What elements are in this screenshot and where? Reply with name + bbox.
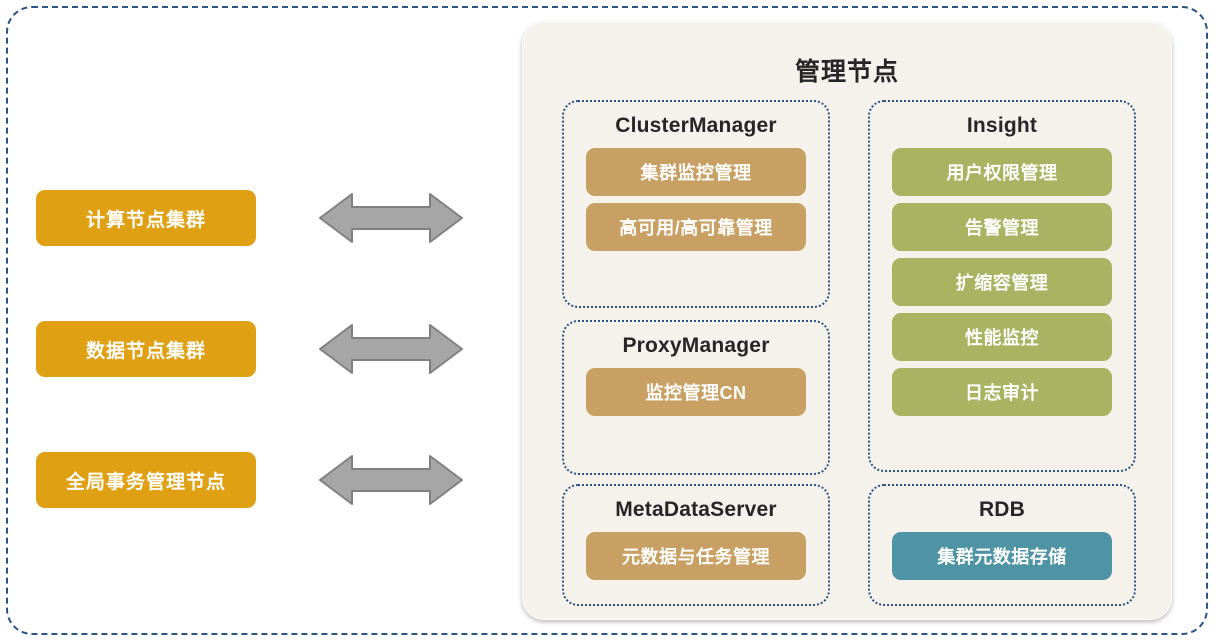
cluster-nodes-panel: 计算节点集群 数据节点集群 全局事务管理节点 [36, 30, 486, 615]
node-row-data: 数据节点集群 [36, 321, 486, 377]
group-title-rdb: RDB [978, 498, 1026, 521]
node-pill-data-cluster[interactable]: 数据节点集群 [36, 321, 256, 377]
item-list-clustermanager: 集群监控管理 高可用/高可靠管理 [586, 148, 806, 251]
double-arrow-icon-global-txn [318, 454, 464, 506]
item-performance-monitoring[interactable]: 性能监控 [892, 313, 1112, 361]
group-title-metadataserver: MetaDataServer [615, 498, 777, 521]
double-arrow-icon-compute [318, 192, 464, 244]
item-cluster-monitoring[interactable]: 集群监控管理 [586, 148, 806, 196]
double-arrow-icon-data [318, 323, 464, 375]
node-row-compute: 计算节点集群 [36, 190, 486, 246]
management-node-title: 管理节点 [794, 58, 899, 86]
group-clustermanager: ClusterManager 集群监控管理 高可用/高可靠管理 [562, 100, 830, 308]
item-list-rdb: 集群元数据存储 [892, 532, 1112, 580]
item-alarm-management[interactable]: 告警管理 [892, 203, 1112, 251]
item-ha-reliability[interactable]: 高可用/高可靠管理 [586, 203, 806, 251]
item-cluster-metadata-storage[interactable]: 集群元数据存储 [892, 532, 1112, 580]
item-user-permission-management[interactable]: 用户权限管理 [892, 148, 1112, 196]
management-node-container: 管理节点 ClusterManager 集群监控管理 高可用/高可靠管理 Pro… [522, 22, 1172, 620]
group-title-clustermanager: ClusterManager [615, 114, 777, 137]
group-proxymanager: ProxyManager 监控管理CN [562, 320, 830, 475]
node-pill-global-transaction[interactable]: 全局事务管理节点 [36, 452, 256, 508]
group-metadataserver: MetaDataServer 元数据与任务管理 [562, 484, 830, 606]
group-title-insight: Insight [966, 114, 1038, 137]
node-pill-compute-cluster[interactable]: 计算节点集群 [36, 190, 256, 246]
outer-dashed-frame [6, 6, 1208, 635]
item-metadata-task-management[interactable]: 元数据与任务管理 [586, 532, 806, 580]
group-insight: Insight 用户权限管理 告警管理 扩缩容管理 性能监控 日志审计 [868, 100, 1136, 472]
item-scaling-management[interactable]: 扩缩容管理 [892, 258, 1112, 306]
group-title-proxymanager: ProxyManager [622, 334, 770, 357]
item-list-proxymanager: 监控管理CN [586, 368, 806, 416]
item-monitoring-cn[interactable]: 监控管理CN [586, 368, 806, 416]
item-list-insight: 用户权限管理 告警管理 扩缩容管理 性能监控 日志审计 [892, 148, 1112, 416]
item-list-metadataserver: 元数据与任务管理 [586, 532, 806, 580]
item-log-audit[interactable]: 日志审计 [892, 368, 1112, 416]
node-row-global-txn: 全局事务管理节点 [36, 452, 486, 508]
group-rdb: RDB 集群元数据存储 [868, 484, 1136, 606]
